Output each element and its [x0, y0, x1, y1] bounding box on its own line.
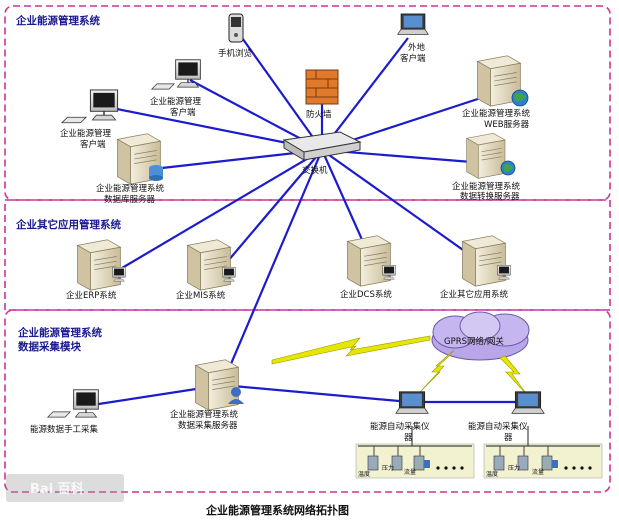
label-switch: 交换机 [302, 165, 328, 176]
switch-icon [282, 131, 362, 161]
label-mobile: 手机浏览 [218, 48, 252, 59]
section-title-acquisition-1: 企业能源管理系统 [17, 326, 102, 339]
label-auto2-1: 能源自动采集仪 [468, 421, 528, 432]
label-db-1: 企业能源管理系统 [96, 183, 165, 194]
erp-server-icon [77, 239, 126, 291]
client-computer-icon [61, 89, 119, 124]
watermark-text: Bai 百科 [30, 481, 84, 497]
firewall-icon [305, 69, 339, 105]
frame-middle [4, 199, 611, 311]
label-sensor-flow: 流量 [532, 468, 544, 476]
web-server-icon [477, 55, 529, 107]
label-erp: 企业ERP系统 [66, 290, 117, 301]
label-sensor-press: 压力 [508, 464, 520, 472]
label-client-b-2: 客户端 [80, 139, 106, 150]
label-client-a-1: 企业能源管理 [150, 96, 202, 107]
label-web-2: WEB服务器 [484, 119, 530, 130]
client-computer-icon [151, 59, 202, 90]
label-conv-1: 企业能源管理系统 [452, 181, 521, 192]
section-title-energy: 企业能源管理系统 [15, 14, 100, 27]
database-server-icon [117, 133, 163, 185]
frame-bottom [4, 309, 611, 493]
label-web-1: 企业能源管理系统 [462, 108, 531, 119]
sensor-bus-right [483, 426, 603, 479]
label-sensor-temp: 温度 [358, 470, 370, 478]
label-dcs: 企业DCS系统 [340, 289, 392, 300]
label-gprs: GPRS网络/网关 [444, 336, 504, 347]
auto-acquisition-device-icon [511, 391, 545, 414]
label-remote-1: 外地 [408, 42, 426, 53]
label-client-b-1: 企业能源管理 [60, 128, 112, 139]
gprs-cloud-icon [431, 311, 530, 361]
label-auto1-1: 能源自动采集仪 [370, 421, 430, 432]
mobile-phone-icon [228, 13, 244, 43]
sensor-bus-left [355, 426, 475, 479]
label-manual: 能源数据手工采集 [30, 424, 99, 435]
conversion-server-icon [466, 132, 516, 179]
label-db-2: 数据库服务器 [104, 194, 156, 205]
diagram-title: 企业能源管理系统网络拓扑图 [205, 503, 349, 517]
label-acq-2: 数据采集服务器 [178, 420, 238, 431]
auto-acquisition-device-icon [395, 391, 429, 414]
section-title-acquisition-2: 数据采集模块 [17, 340, 81, 353]
remote-laptop-icon [397, 13, 429, 35]
label-sensor-flow: 流量 [404, 468, 416, 476]
label-auto2-2: 器 [504, 433, 513, 443]
label-firewall: 防火墙 [306, 109, 332, 120]
watermark: Bai 百科 [6, 474, 124, 502]
label-acq-1: 企业能源管理系统 [170, 409, 239, 420]
label-conv-2: 数据转换服务器 [460, 191, 520, 202]
dcs-server-icon [347, 235, 396, 287]
wireless-link-lightning [271, 335, 529, 397]
label-mis: 企业MIS系统 [176, 290, 226, 301]
label-other: 企业其它应用系统 [440, 289, 509, 300]
label-sensor-press: 压力 [382, 464, 394, 472]
mis-server-icon [187, 239, 236, 291]
section-title-other-apps: 企业其它应用管理系统 [15, 218, 121, 231]
other-app-server-icon [462, 235, 511, 287]
acquisition-server-icon [195, 359, 244, 411]
label-sensor-temp: 温度 [486, 470, 498, 478]
label-auto1-2: 器 [404, 433, 413, 443]
manual-acquisition-computer-icon [47, 389, 100, 418]
label-client-a-2: 客户端 [170, 107, 196, 118]
label-remote-2: 客户端 [400, 53, 426, 64]
